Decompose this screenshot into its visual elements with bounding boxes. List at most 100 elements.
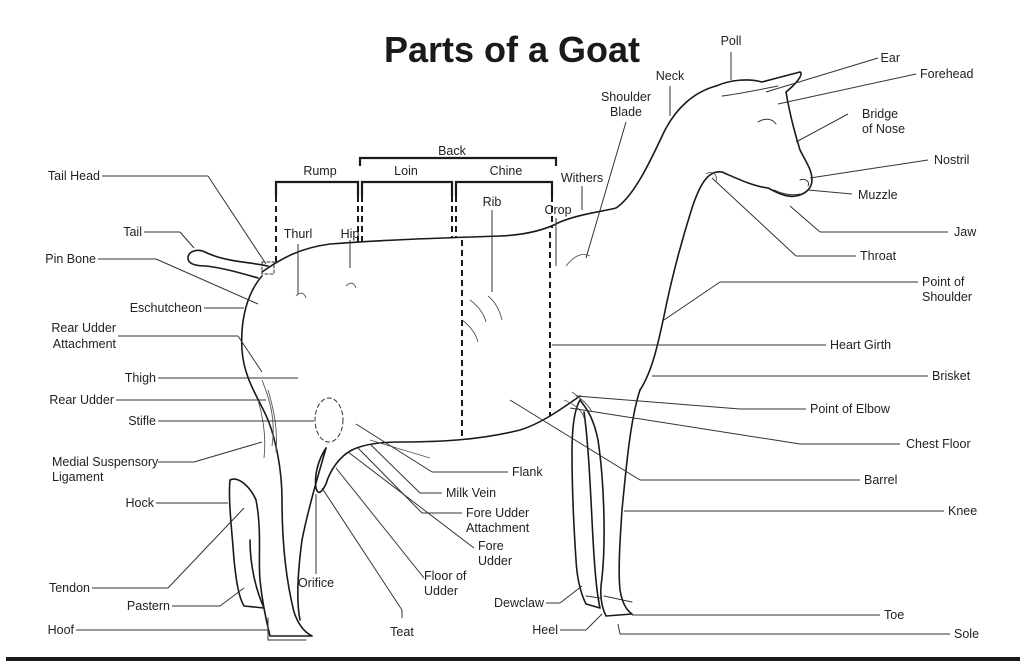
leader-muzzle [807, 189, 853, 195]
label-chine: Chine [490, 164, 523, 178]
goat-belly [351, 395, 581, 451]
goat-front-leg-outer [579, 389, 641, 617]
goat-mouth [773, 189, 801, 196]
label-hoof: Hoof [48, 623, 75, 637]
label-muzzle: Muzzle [858, 188, 898, 202]
leader-point-of-shoulder-b [663, 281, 721, 321]
goat-udder [314, 447, 353, 494]
label-flank: Flank [512, 465, 543, 479]
goat-throat-shading [705, 171, 717, 183]
goat-thigh-shading [257, 379, 277, 459]
topline-brackets [274, 156, 558, 438]
goat-eye [757, 118, 777, 125]
label-point-of-elbow: Point of Elbow [810, 402, 891, 416]
goat-shoulder-shading [565, 254, 591, 267]
diagram-title: Parts of a Goat [384, 29, 640, 70]
goat-front-hooves-detail [585, 595, 633, 603]
label-fore-udder-1: Fore [478, 539, 504, 553]
goat-elbow-shading [563, 391, 593, 419]
label-bridge-of-nose-2: of Nose [862, 122, 905, 136]
label-floor-of-udder-1: Floor of [424, 569, 467, 583]
label-nostril: Nostril [934, 153, 969, 167]
goat-rib-shading [461, 295, 503, 343]
label-hip: Hip [341, 227, 360, 241]
label-toe: Toe [884, 608, 904, 622]
label-heart-girth: Heart Girth [830, 338, 891, 352]
leader-heel-b [585, 613, 603, 631]
goat-nostril [799, 179, 809, 187]
label-jaw: Jaw [954, 225, 977, 239]
label-throat: Throat [860, 249, 897, 263]
label-pin-bone: Pin Bone [45, 252, 96, 266]
label-brisket: Brisket [932, 369, 971, 383]
leader-rear-udder-attachment-b [237, 335, 263, 373]
label-eschutcheon: Eschutcheon [130, 301, 202, 315]
label-crop: Crop [544, 203, 571, 217]
goat-hind-leg-outer [240, 275, 313, 637]
leader-fore-udder-attachment-b [357, 447, 423, 514]
labels: Poll Ear Neck Forehead Shoulder Blade Br… [45, 34, 979, 641]
label-thigh: Thigh [125, 371, 156, 385]
leader-flank-b [355, 423, 433, 473]
label-rear-udder-attachment-2: Attachment [53, 337, 117, 351]
goat-tail [187, 249, 269, 279]
label-loin: Loin [394, 164, 418, 178]
label-ear: Ear [881, 51, 900, 65]
label-heel: Heel [532, 623, 558, 637]
label-tail-head: Tail Head [48, 169, 100, 183]
rump-bracket [274, 180, 360, 196]
label-back: Back [438, 144, 467, 158]
stifle-marker-oval [314, 397, 344, 443]
label-neck: Neck [656, 69, 685, 83]
leader-dewclaw-b [559, 585, 583, 604]
label-floor-of-udder-2: Udder [424, 584, 458, 598]
tail-head-marker-box [261, 261, 275, 275]
label-fore-udder-2: Udder [478, 554, 512, 568]
goat-milk-vein-shading [369, 439, 431, 459]
leader-teat-b [321, 487, 403, 611]
label-fore-udder-attachment-1: Fore Udder [466, 506, 529, 520]
label-teat: Teat [390, 625, 414, 639]
label-barrel: Barrel [864, 473, 897, 487]
goat-ear-inner [721, 85, 779, 97]
leader-pastern-b [219, 587, 245, 607]
leader-floor-of-udder [335, 467, 425, 579]
label-withers: Withers [561, 171, 603, 185]
label-orifice: Orifice [298, 576, 334, 590]
goat-hind-leg-inner [228, 478, 265, 609]
leader-ear [765, 57, 879, 93]
label-forehead: Forehead [920, 67, 974, 81]
label-knee: Knee [948, 504, 977, 518]
leader-forehead [777, 73, 917, 105]
leader-sole-b [617, 623, 621, 635]
leader-lines [76, 52, 950, 635]
leader-chest-floor-b [569, 407, 801, 445]
leader-tendon-b [167, 507, 245, 589]
hoof-bracket [267, 617, 307, 641]
label-fore-udder-attachment-2: Attachment [466, 521, 530, 535]
label-chest-floor: Chest Floor [906, 437, 971, 451]
label-poll: Poll [721, 34, 742, 48]
goat-hip-shading [295, 282, 357, 299]
leader-tail-head-b [207, 175, 267, 265]
goat-front-leg-inner [571, 399, 601, 609]
label-shoulder-blade-1: Shoulder [601, 90, 651, 104]
goat-illustration [187, 71, 813, 641]
label-thurl: Thurl [284, 227, 312, 241]
label-shoulder-blade-2: Blade [610, 105, 642, 119]
label-point-of-shoulder-2: Shoulder [922, 290, 972, 304]
label-rib: Rib [483, 195, 502, 209]
label-milk-vein: Milk Vein [446, 486, 496, 500]
label-hock: Hock [126, 496, 155, 510]
label-rear-udder: Rear Udder [49, 393, 114, 407]
label-stifle: Stifle [128, 414, 156, 428]
label-rear-udder-attachment-1: Rear Udder [51, 321, 116, 335]
leader-shoulder-blade [585, 121, 627, 259]
label-sole: Sole [954, 627, 979, 641]
label-bridge-of-nose-1: Bridge [862, 107, 898, 121]
leader-throat-b [711, 177, 797, 257]
leader-pin-bone-b [155, 258, 259, 305]
loin-bracket [360, 180, 454, 196]
leader-nostril [809, 159, 929, 179]
